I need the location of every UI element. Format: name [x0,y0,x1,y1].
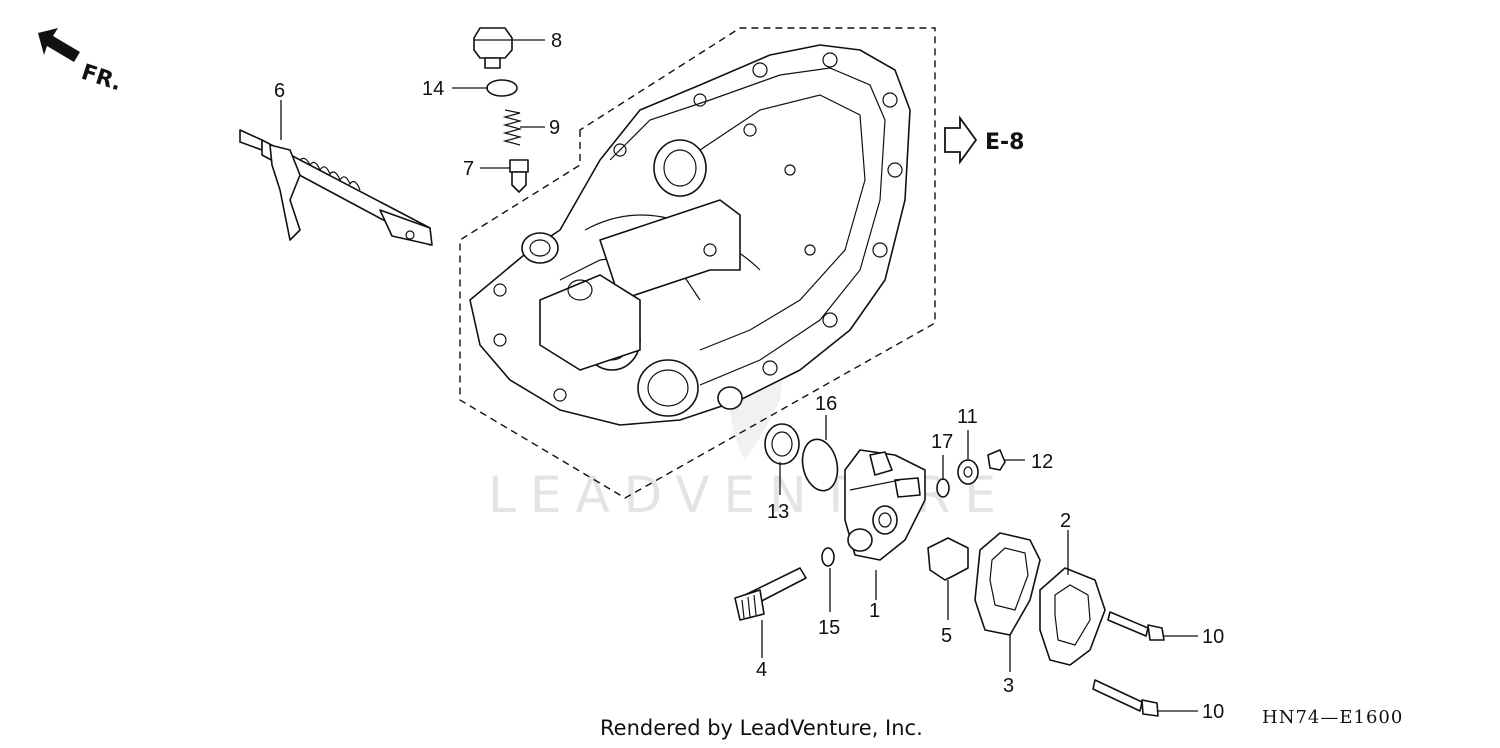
callout-8: 8 [551,30,562,52]
shaft [734,567,807,621]
washer-11 [957,459,979,485]
callout-16: 16 [815,393,837,415]
housing [844,449,926,561]
callout-3: 3 [1003,675,1014,697]
shift-fork-shaft [239,129,433,246]
callout-7: 7 [463,158,474,180]
callout-17: 17 [931,431,953,453]
outline-arrow-right-icon [944,115,978,165]
callout-6: 6 [274,80,285,102]
clip [987,449,1006,471]
assembly-boundary [459,27,936,499]
callout-10-lower: 10 [1202,701,1224,723]
callout-12: 12 [1031,451,1053,473]
reference-label: E-8 [985,130,1024,155]
bolt-10-lower [1092,679,1159,717]
callout-15: 15 [818,617,840,639]
callout-1: 1 [869,600,880,622]
detent-pin [509,159,529,193]
callout-14: 14 [422,78,444,100]
footer-credit: Rendered by LeadVenture, Inc. [600,716,923,740]
plate [927,537,969,581]
front-label: FR. [78,60,124,96]
callout-2: 2 [1060,510,1071,532]
cover-plate [1039,567,1106,666]
oil-seal [764,423,800,465]
front-arrow-icon: FR. [38,28,125,96]
washer-15 [821,547,835,567]
callout-9: 9 [549,117,560,139]
o-ring-14 [486,79,518,97]
plug-bolt [473,27,513,69]
callout-11: 11 [957,406,978,428]
watermark: LEADVENTURE [488,466,1010,524]
washer-17 [936,478,950,498]
diagram-code: HN74—E1600 [1262,707,1404,728]
callout-13: 13 [767,501,789,523]
crankcase-cover [469,44,911,426]
leader-lines [280,39,1198,712]
o-ring-16 [801,438,839,492]
callout-10-upper: 10 [1202,626,1224,648]
spring [502,109,523,146]
bolt-10-upper [1107,611,1165,641]
callout-5: 5 [941,625,952,647]
gasket [974,532,1041,636]
callout-4: 4 [756,659,767,681]
